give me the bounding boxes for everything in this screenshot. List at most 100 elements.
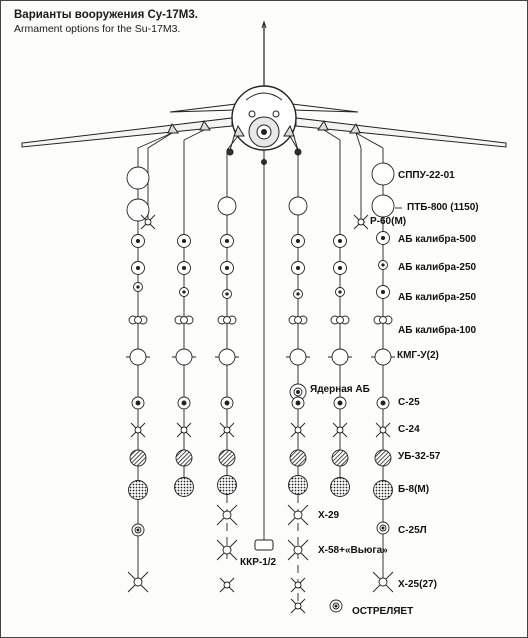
store-ub-icon (175, 449, 193, 467)
store-small-icon (378, 260, 388, 270)
store-pair-icon (217, 315, 237, 325)
store-tank-icon (126, 166, 150, 190)
label-ab100: АБ калибра-100 (398, 324, 477, 336)
store-kmgu-icon (126, 348, 150, 366)
store-rocket-icon (177, 396, 191, 410)
store-kmgu-icon (371, 348, 395, 366)
aircraft-front-view (21, 20, 507, 165)
kkr-pod-symbol (254, 539, 274, 551)
store-xl-icon (216, 539, 238, 561)
store-symbols (126, 162, 395, 614)
label-kkr: ККР-1/2 (240, 557, 277, 568)
store-bomb-icon (333, 234, 347, 248)
store-x-icon (219, 577, 235, 593)
diagram-title-en: Armament options for the Su-17M3. (14, 23, 181, 35)
store-b8-icon (174, 477, 194, 497)
label-ptb: ПТБ-800 (1150) (407, 202, 479, 213)
store-b8-icon (288, 475, 308, 495)
store-pair-icon (288, 315, 308, 325)
left-stabilizer (169, 103, 237, 113)
store-kmgu-icon (328, 348, 352, 366)
store-rocket-icon (291, 396, 305, 410)
label-ab500: АБ калибра-500 (398, 233, 477, 245)
label-ub3257: УБ-32-57 (398, 451, 441, 462)
diagram-title-ru: Варианты вооружения Су-17М3. (14, 9, 198, 21)
store-nuke-icon (289, 383, 307, 401)
store-xl-icon (287, 539, 309, 561)
store-pair-icon (373, 315, 393, 325)
store-x-icon (290, 577, 306, 593)
store-x-icon (140, 214, 156, 230)
label-nuclear: Ядерная АБ (310, 384, 370, 395)
store-rocket-icon (220, 396, 234, 410)
tail-fin-tip (261, 20, 267, 29)
store-x-icon (332, 422, 348, 438)
store-x-icon (130, 422, 146, 438)
store-tank-icon (126, 198, 150, 222)
label-kh58: Х-58+«Вьюга» (318, 545, 388, 556)
store-x-icon (219, 422, 235, 438)
store-rocket-icon (376, 396, 390, 410)
fuselage-detail-r (272, 110, 280, 118)
store-xl-icon (372, 571, 394, 593)
label-sppu: СППУ-22-01 (398, 170, 455, 181)
store-bomb-icon (333, 261, 347, 275)
label-s24: С-24 (398, 424, 420, 435)
store-bomb-icon (220, 234, 234, 248)
label-ab250-b: АБ калибра-250 (398, 291, 477, 303)
store-small-icon (133, 282, 143, 292)
pylon-link (323, 129, 341, 141)
store-small-icon (222, 289, 232, 299)
pylon-link (183, 129, 205, 141)
label-ab250-a: АБ калибра-250 (398, 261, 477, 273)
pylon-link (226, 135, 239, 151)
store-bomb-icon (376, 231, 390, 245)
store-small-icon (293, 289, 303, 299)
left-wing (21, 117, 233, 148)
store-x-icon (290, 422, 306, 438)
store-small-icon (335, 287, 345, 297)
store-b8-icon (217, 475, 237, 495)
label-kh29: Х-29 (318, 510, 340, 521)
bottom-store-icon (329, 599, 343, 613)
pylon-link (289, 135, 299, 151)
store-bomb-icon (291, 234, 305, 248)
store-target-icon (376, 521, 390, 535)
label-kmgu: КМГ-У(2) (397, 350, 439, 361)
store-kmgu-icon (172, 348, 196, 366)
canopy (245, 92, 283, 101)
store-xl-icon (127, 571, 149, 593)
store-x-icon (176, 422, 192, 438)
store-kmgu-icon (215, 348, 239, 366)
store-target-icon (131, 523, 145, 537)
label-bottom-cut: ОСТРЕЛЯЕТ (352, 606, 413, 617)
store-bomb-icon (291, 261, 305, 275)
store-gunpod-icon (217, 196, 237, 216)
store-xl-icon (287, 504, 309, 526)
store-b8-icon (330, 477, 350, 497)
store-ub-icon (218, 449, 236, 467)
store-pair-icon (174, 315, 194, 325)
store-x-icon (375, 422, 391, 438)
fuselage-detail-l (248, 110, 256, 118)
store-small-icon (179, 287, 189, 297)
store-ub-icon (331, 449, 349, 467)
label-r60: Р-60(М) (370, 216, 406, 227)
label-kh25: Х-25(27) (398, 579, 437, 590)
intake-cone-tip (261, 129, 267, 135)
pylon-link (355, 132, 362, 149)
label-s25l: С-25Л (398, 525, 427, 536)
store-x-icon (353, 214, 369, 230)
store-b8-icon (373, 480, 393, 500)
weapon-labels: СППУ-22-01 ПТБ-800 (1150) Р-60(М) АБ кал… (240, 170, 479, 617)
store-ub-icon (289, 449, 307, 467)
label-b8: Б-8(М) (398, 484, 429, 495)
store-rocket-icon (131, 396, 145, 410)
pylon-link (137, 132, 173, 149)
store-pair-icon (330, 315, 350, 325)
store-bomb-icon (131, 234, 145, 248)
right-stabilizer (291, 103, 359, 113)
store-xl-icon (216, 504, 238, 526)
store-kmgu-icon (286, 348, 310, 366)
